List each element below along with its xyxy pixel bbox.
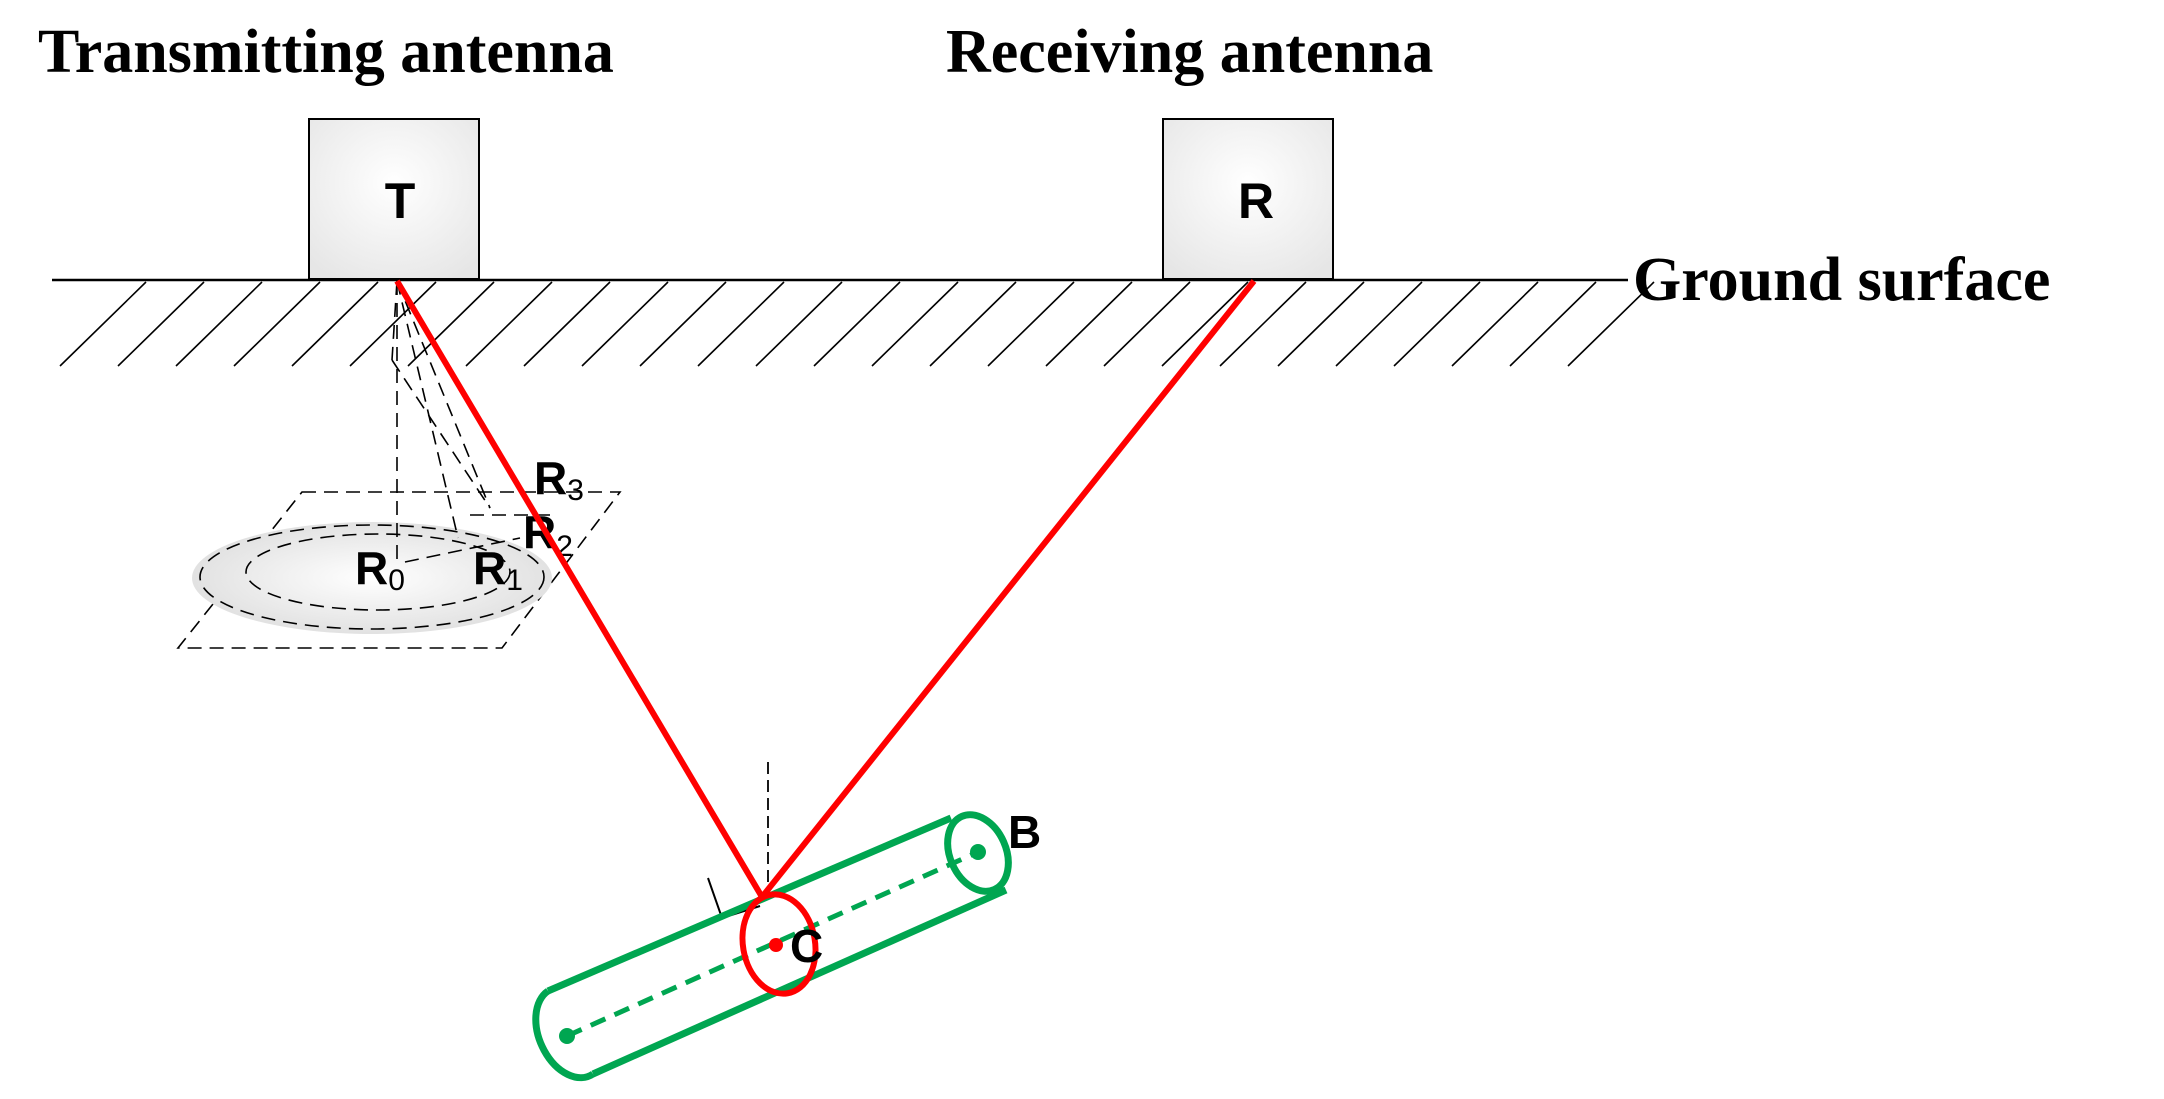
transmitter-box-label: T <box>385 173 416 229</box>
hatch-line <box>1045 281 1133 367</box>
hatch-line <box>117 281 205 367</box>
ground-hatching <box>59 281 1655 367</box>
ground-surface-label: Ground surface <box>1633 246 2050 314</box>
buried-pipe <box>532 811 1012 1082</box>
hatch-line <box>407 281 495 367</box>
hatch-line <box>465 281 553 367</box>
hatch-line <box>581 281 669 367</box>
hatch-line <box>233 281 321 367</box>
hatch-line <box>291 281 379 367</box>
transmitting-antenna-title: Transmitting antenna <box>38 18 614 86</box>
zone-ellipse-outer <box>199 524 545 630</box>
zone-ray-r2 <box>396 280 491 509</box>
hatch-line <box>1277 281 1365 367</box>
pipe-end-b-point <box>970 844 986 860</box>
reflected-ray <box>759 279 1257 899</box>
receiver-box-label: R <box>1238 173 1274 229</box>
zone-ray-link <box>391 359 491 509</box>
hatch-line <box>1219 281 1307 367</box>
pipe-axis <box>565 849 980 1039</box>
hatch-line <box>1335 281 1423 367</box>
pipe-top-edge <box>546 814 953 995</box>
pipe-cross-section <box>739 891 819 997</box>
label-r1: R1 <box>473 542 523 597</box>
hatch-line <box>59 281 147 367</box>
ground-surface <box>52 278 1655 367</box>
hatch-line <box>987 281 1075 367</box>
receiving-antenna-title: Receiving antenna <box>946 18 1433 86</box>
zone-ray-r1 <box>396 280 459 539</box>
pipe-end-a <box>532 988 595 1082</box>
receiver-box: R <box>1162 118 1334 280</box>
transmitter-box: T <box>308 118 480 280</box>
incident-ray <box>394 279 765 899</box>
zone-ray-inner <box>391 280 398 361</box>
pipe-end-a-point <box>559 1028 575 1044</box>
hatch-line <box>755 281 843 367</box>
point-c-label: C <box>790 920 823 972</box>
hatch-line <box>639 281 727 367</box>
hatch-line <box>1451 281 1539 367</box>
hatch-line <box>175 281 263 367</box>
hatch-line <box>697 281 785 367</box>
point-b-label: B <box>1008 806 1041 858</box>
hatch-line <box>523 281 611 367</box>
hatch-line <box>929 281 1017 367</box>
hatch-line <box>813 281 901 367</box>
fresnel-zone-sketch <box>176 280 622 649</box>
hatch-line <box>1103 281 1191 367</box>
hatch-line <box>1567 281 1655 367</box>
hatch-line <box>1509 281 1597 367</box>
pipe-bottom-edge <box>591 886 1008 1078</box>
zone-radius-r1 <box>404 537 521 563</box>
point-c-marker <box>769 938 783 952</box>
hatch-line <box>871 281 959 367</box>
zone-ellipse-fill <box>192 522 552 634</box>
rays <box>394 279 1257 899</box>
label-r0: R0 <box>355 542 405 597</box>
hatch-line <box>349 281 437 367</box>
hatch-line <box>1393 281 1481 367</box>
hatch-line <box>1161 281 1249 367</box>
label-r3: R3 <box>534 452 584 507</box>
zone-ellipse-inner <box>245 533 511 611</box>
